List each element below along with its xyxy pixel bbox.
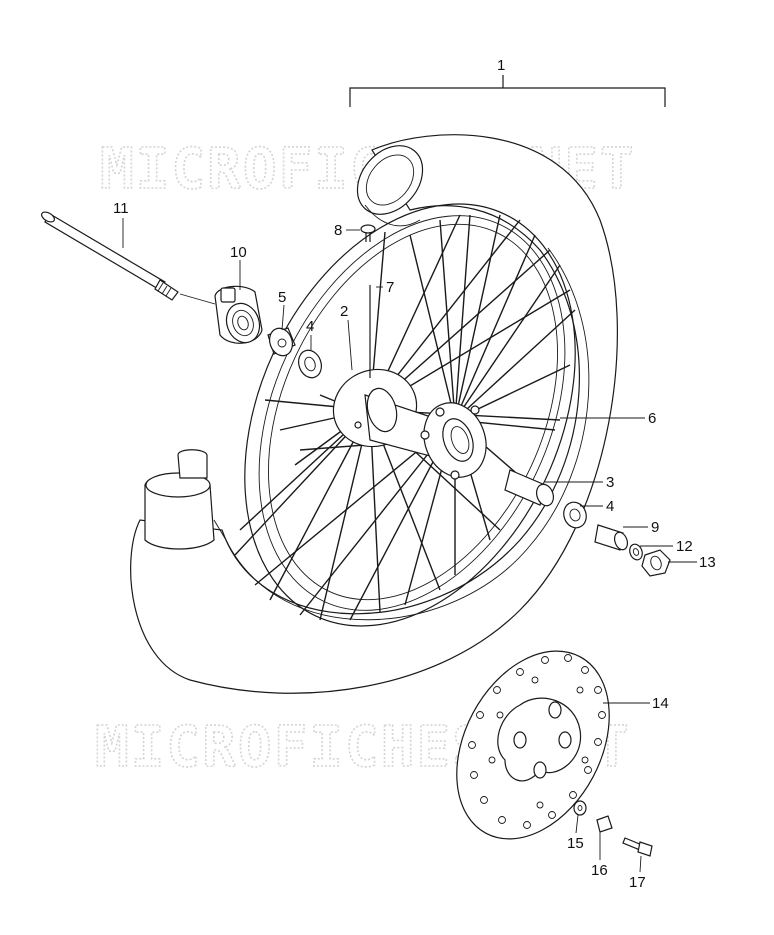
callout-10: 10: [230, 244, 247, 261]
hub: [332, 368, 487, 480]
callouts: 1 2 3 4 4 5 6 7 8 9 10 11 12 13 14 15 16…: [113, 57, 716, 891]
washer-15: [573, 800, 587, 816]
callout-4-left: 4: [306, 318, 314, 335]
callout-2: 2: [340, 303, 348, 320]
speedometer-gearbox: [214, 285, 263, 344]
collar-9: [594, 524, 629, 551]
callout-14: 14: [652, 695, 669, 712]
callout-8: 8: [334, 222, 342, 239]
bolt-17: [622, 837, 653, 857]
callout-3: 3: [606, 474, 614, 491]
tire: [130, 134, 618, 694]
lock-plate-16: [596, 815, 613, 833]
brake-disc: [456, 650, 610, 840]
bracket-part-1: [349, 75, 666, 107]
spacer-3: [504, 469, 555, 507]
callout-1: 1: [497, 57, 505, 74]
callout-5: 5: [278, 289, 286, 306]
callout-9: 9: [651, 519, 659, 536]
callout-17: 17: [629, 874, 646, 891]
bearing-left: [298, 349, 322, 379]
callout-13: 13: [699, 554, 716, 571]
leader-lines: [122, 218, 697, 873]
callout-4-right: 4: [606, 498, 614, 515]
callout-15: 15: [567, 835, 584, 852]
disc-holes: [468, 654, 606, 829]
callout-16: 16: [591, 862, 608, 879]
nut-13: [641, 549, 671, 577]
bolt-8: [360, 224, 376, 242]
bearing-right: [563, 501, 587, 529]
callout-7: 7: [386, 279, 394, 296]
axle: [41, 211, 216, 305]
speedometer-drive: [267, 327, 296, 357]
washer-12: [629, 543, 643, 561]
callout-12: 12: [676, 538, 693, 555]
callout-6: 6: [648, 410, 656, 427]
callout-11: 11: [113, 200, 129, 217]
